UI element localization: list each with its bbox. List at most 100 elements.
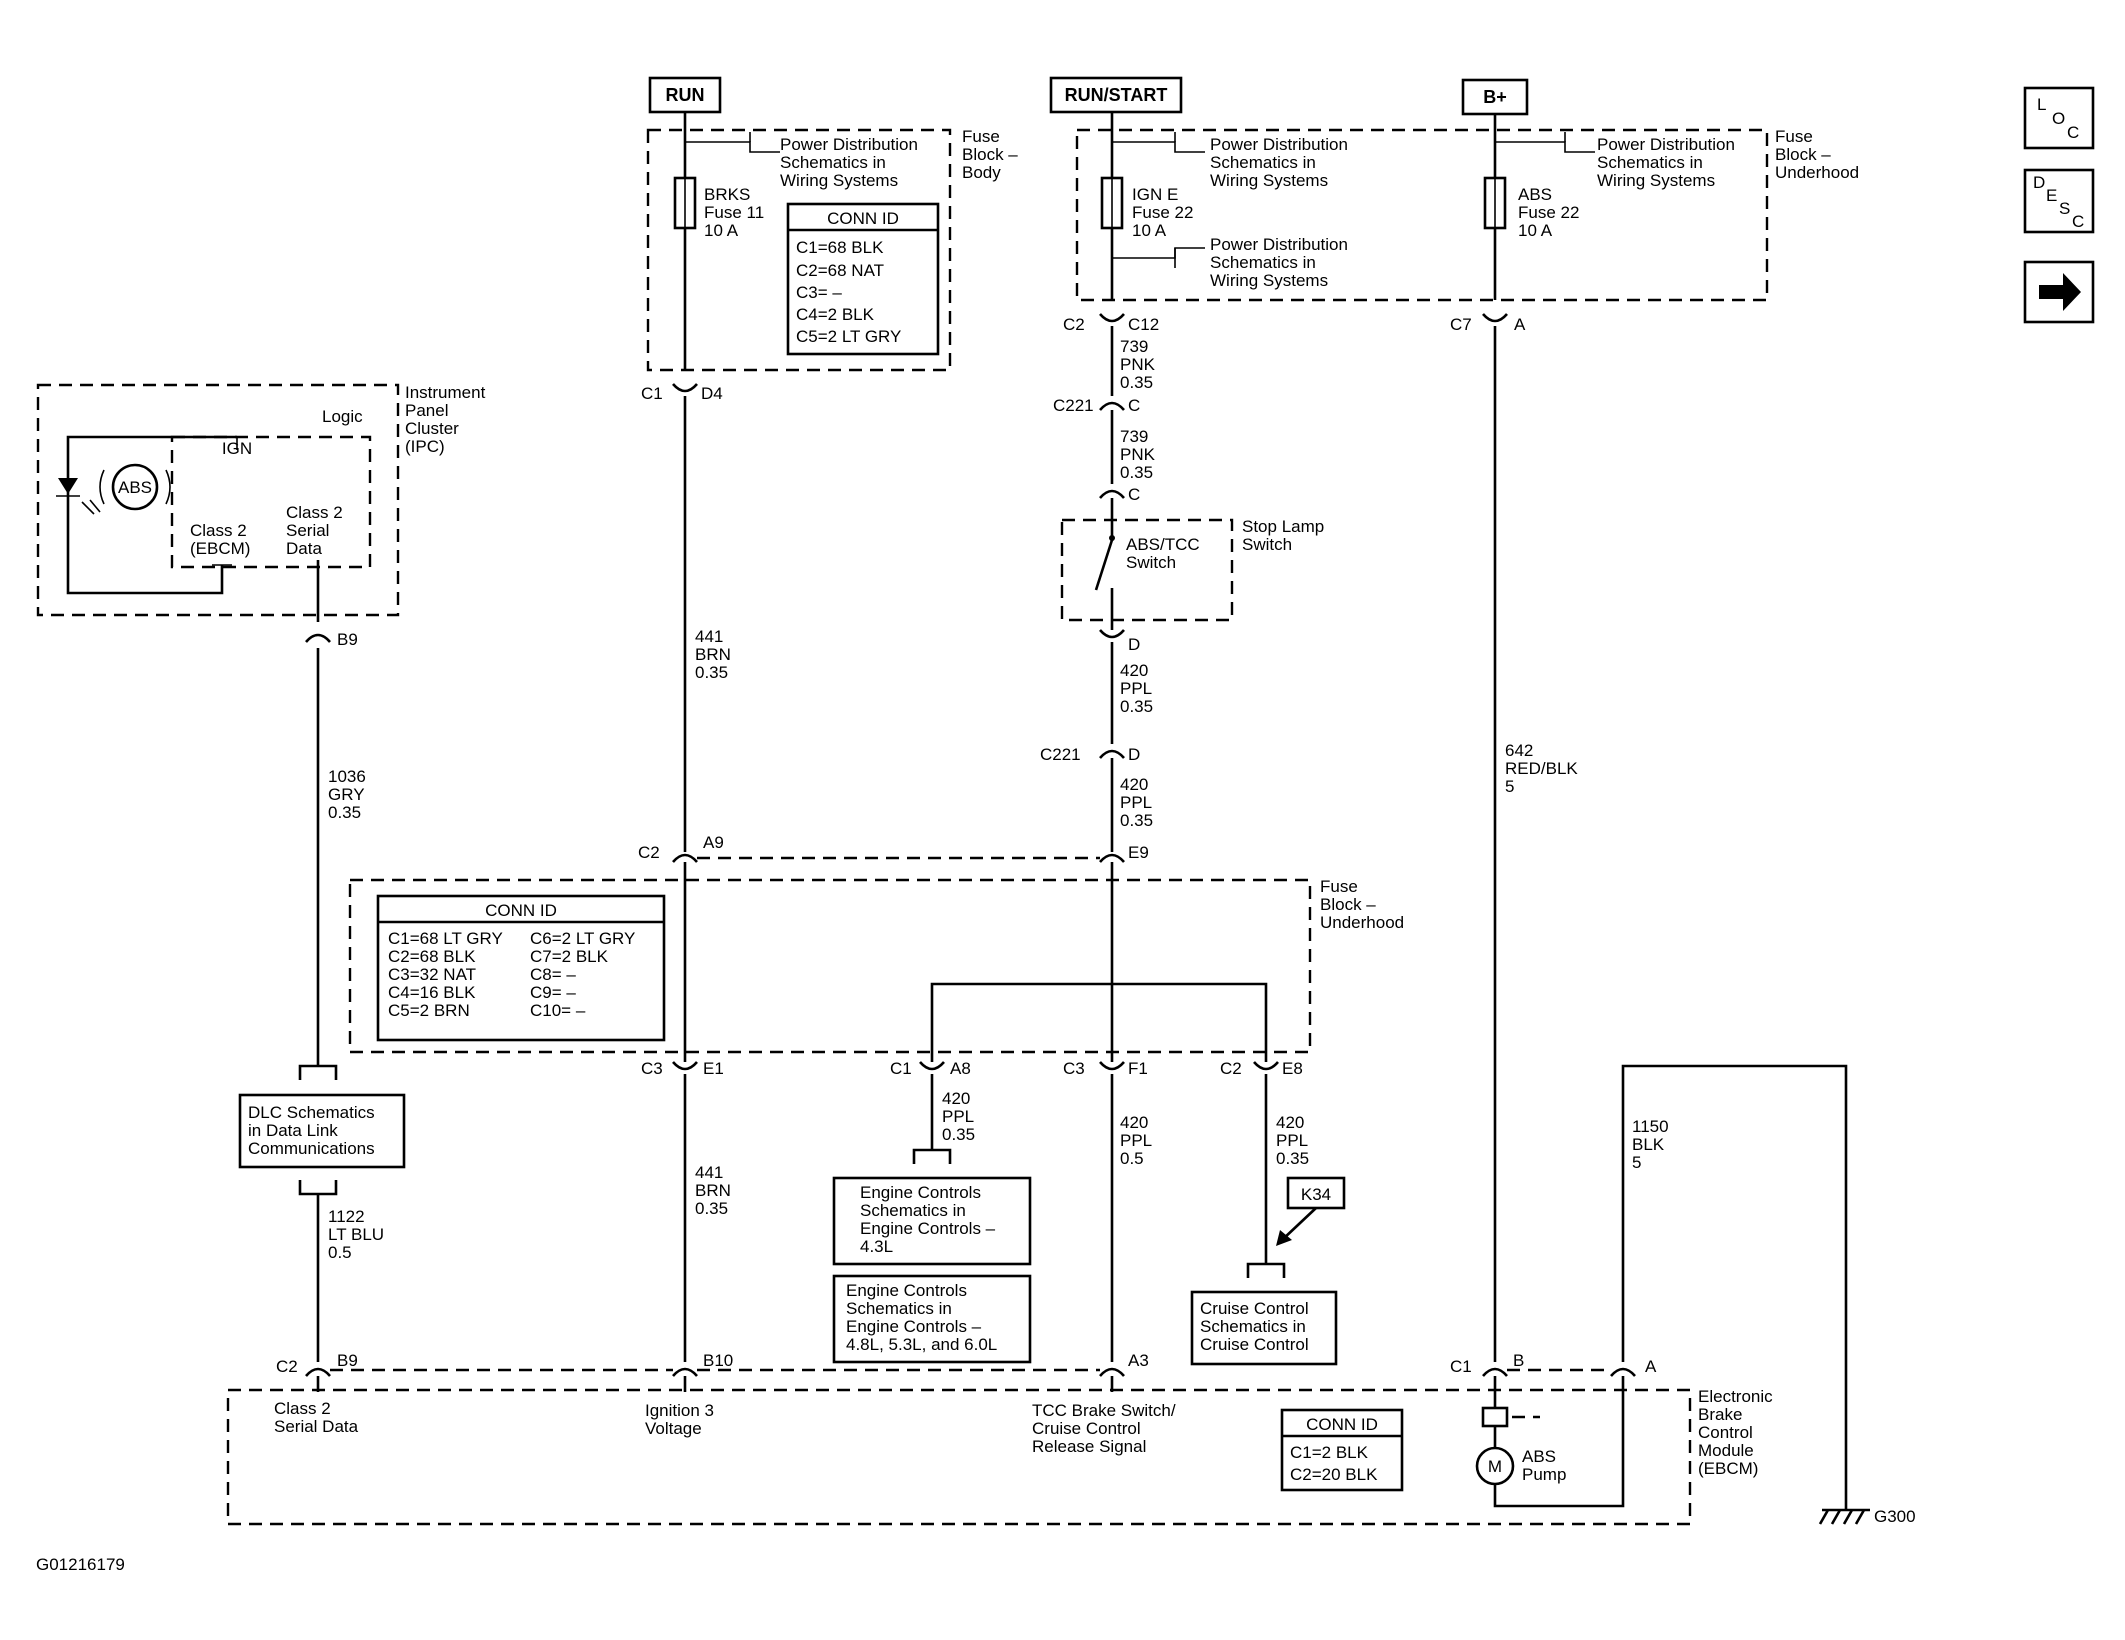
cruise-control-reference-box[interactable]: Cruise Control Schematics in Cruise Cont…: [1190, 1290, 1338, 1366]
instrument-panel-cluster: Instrument Panel Cluster (IPC) Logic IGN…: [36, 383, 486, 622]
svg-text:IGN: IGN: [222, 439, 252, 458]
run-start-source: RUN/START: [1049, 76, 1183, 114]
svg-text:D: D: [1128, 745, 1140, 764]
svg-text:Ignition 3: Ignition 3: [645, 1401, 714, 1420]
svg-text:O: O: [2052, 109, 2065, 128]
svg-text:C2: C2: [1220, 1059, 1242, 1078]
svg-text:739: 739: [1120, 427, 1148, 446]
svg-text:Schematics in: Schematics in: [846, 1299, 952, 1318]
svg-text:G300: G300: [1874, 1507, 1916, 1526]
desc-button[interactable]: D E S C: [2023, 168, 2095, 234]
ignition-3-circuit: C1 D4 441 BRN 0.35 C2 A9 C3 E1 441 BRN 0…: [638, 383, 733, 1377]
svg-text:1150: 1150: [1632, 1117, 1669, 1136]
svg-text:Wiring Systems: Wiring Systems: [1210, 171, 1328, 190]
svg-text:Logic: Logic: [322, 407, 363, 426]
k34-callout: K34: [1276, 1176, 1346, 1246]
svg-text:D: D: [2033, 173, 2045, 192]
svg-text:C3=32 NAT: C3=32 NAT: [388, 965, 476, 984]
svg-text:Schematics in: Schematics in: [1210, 153, 1316, 172]
svg-text:10 A: 10 A: [704, 221, 739, 240]
svg-text:E: E: [2046, 186, 2057, 205]
svg-text:(EBCM): (EBCM): [190, 539, 250, 558]
svg-text:0.35: 0.35: [695, 1199, 728, 1218]
svg-text:0.35: 0.35: [1120, 463, 1153, 482]
svg-text:Power Distribution: Power Distribution: [780, 135, 918, 154]
conn-id-table-body: CONN ID C1=68 BLK C2=68 NAT C3= – C4=2 B…: [786, 202, 940, 356]
svg-text:Wiring Systems: Wiring Systems: [780, 171, 898, 190]
svg-text:C5=2 LT GRY: C5=2 LT GRY: [796, 327, 901, 346]
svg-text:Body: Body: [962, 163, 1001, 182]
arrow-right-icon: [2039, 273, 2081, 311]
svg-text:BLK: BLK: [1632, 1135, 1665, 1154]
svg-text:C4=16 BLK: C4=16 BLK: [388, 983, 476, 1002]
svg-text:Pump: Pump: [1522, 1465, 1566, 1484]
svg-text:420: 420: [1120, 1113, 1148, 1132]
svg-text:1122: 1122: [328, 1207, 365, 1226]
svg-text:0.35: 0.35: [1120, 373, 1153, 392]
svg-text:Module: Module: [1698, 1441, 1754, 1460]
svg-text:0.5: 0.5: [1120, 1149, 1144, 1168]
fuse-block-body: Power Distribution Schematics in Wiring …: [646, 112, 1018, 372]
svg-text:C10= –: C10= –: [530, 1001, 586, 1020]
svg-text:Power Distribution: Power Distribution: [1210, 235, 1348, 254]
svg-text:Power Distribution: Power Distribution: [1597, 135, 1735, 154]
svg-text:4.3L: 4.3L: [860, 1237, 893, 1256]
engine-controls-v8-reference-box[interactable]: Engine Controls Schematics in Engine Con…: [832, 1274, 1032, 1364]
svg-text:PPL: PPL: [942, 1107, 974, 1126]
svg-text:E1: E1: [703, 1059, 724, 1078]
svg-text:B+: B+: [1483, 87, 1507, 107]
svg-text:PNK: PNK: [1120, 445, 1156, 464]
svg-text:C2=20 BLK: C2=20 BLK: [1290, 1465, 1378, 1484]
svg-text:Cluster: Cluster: [405, 419, 459, 438]
svg-text:10 A: 10 A: [1518, 221, 1553, 240]
svg-text:ABS/TCC: ABS/TCC: [1126, 535, 1200, 554]
svg-text:Serial: Serial: [286, 521, 329, 540]
svg-text:A: A: [1645, 1357, 1657, 1376]
ground-g300-icon: [1818, 1508, 1870, 1525]
svg-text:DLC Schematics: DLC Schematics: [248, 1103, 375, 1122]
svg-text:Control: Control: [1698, 1423, 1753, 1442]
svg-text:Fuse: Fuse: [1775, 127, 1813, 146]
svg-text:Cruise Control: Cruise Control: [1200, 1299, 1309, 1318]
svg-text:IGN E: IGN E: [1132, 185, 1178, 204]
svg-text:C1=68 BLK: C1=68 BLK: [796, 238, 884, 257]
svg-text:A8: A8: [950, 1059, 971, 1078]
svg-text:Block –: Block –: [962, 145, 1018, 164]
svg-text:C2: C2: [276, 1357, 298, 1376]
svg-text:5: 5: [1505, 777, 1514, 796]
svg-text:CONN ID: CONN ID: [485, 901, 557, 920]
svg-text:739: 739: [1120, 337, 1148, 356]
svg-text:Serial Data: Serial Data: [274, 1417, 359, 1436]
svg-text:BRN: BRN: [695, 1181, 731, 1200]
dlc-reference-box[interactable]: DLC Schematics in Data Link Communicatio…: [238, 1093, 406, 1169]
svg-text:Panel: Panel: [405, 401, 448, 420]
svg-text:A3: A3: [1128, 1351, 1149, 1370]
svg-text:C1: C1: [1450, 1357, 1472, 1376]
svg-text:PPL: PPL: [1120, 679, 1152, 698]
svg-text:1036: 1036: [328, 767, 366, 786]
svg-text:F1: F1: [1128, 1059, 1148, 1078]
svg-text:RED/BLK: RED/BLK: [1505, 759, 1578, 778]
svg-text:Voltage: Voltage: [645, 1419, 702, 1438]
svg-text:Underhood: Underhood: [1320, 913, 1404, 932]
class2-serial-data-circuit: B9 1036 GRY 0.35 DLC Schematics in Data …: [238, 630, 406, 1377]
svg-text:C2=68 NAT: C2=68 NAT: [796, 261, 884, 280]
svg-text:A9: A9: [703, 833, 724, 852]
svg-text:Instrument: Instrument: [405, 383, 486, 402]
svg-text:E8: E8: [1282, 1059, 1303, 1078]
svg-text:PPL: PPL: [1276, 1131, 1308, 1150]
svg-text:C: C: [2067, 123, 2079, 142]
svg-text:GRY: GRY: [328, 785, 365, 804]
svg-text:420: 420: [1120, 775, 1148, 794]
svg-text:420: 420: [942, 1089, 970, 1108]
svg-text:0.35: 0.35: [1120, 811, 1153, 830]
loc-button[interactable]: L O C: [2023, 86, 2095, 150]
engine-controls-43-reference-box[interactable]: Engine Controls Schematics in Engine Con…: [832, 1176, 1032, 1266]
svg-text:C6=2 LT GRY: C6=2 LT GRY: [530, 929, 635, 948]
abs-warning-lamp-icon: ABS: [56, 463, 171, 515]
svg-text:RUN: RUN: [666, 85, 705, 105]
next-arrow-button[interactable]: [2023, 260, 2095, 324]
svg-text:Underhood: Underhood: [1775, 163, 1859, 182]
abs-pump-motor: M ABS Pump: [1475, 1376, 1625, 1508]
svg-text:420: 420: [1276, 1113, 1304, 1132]
